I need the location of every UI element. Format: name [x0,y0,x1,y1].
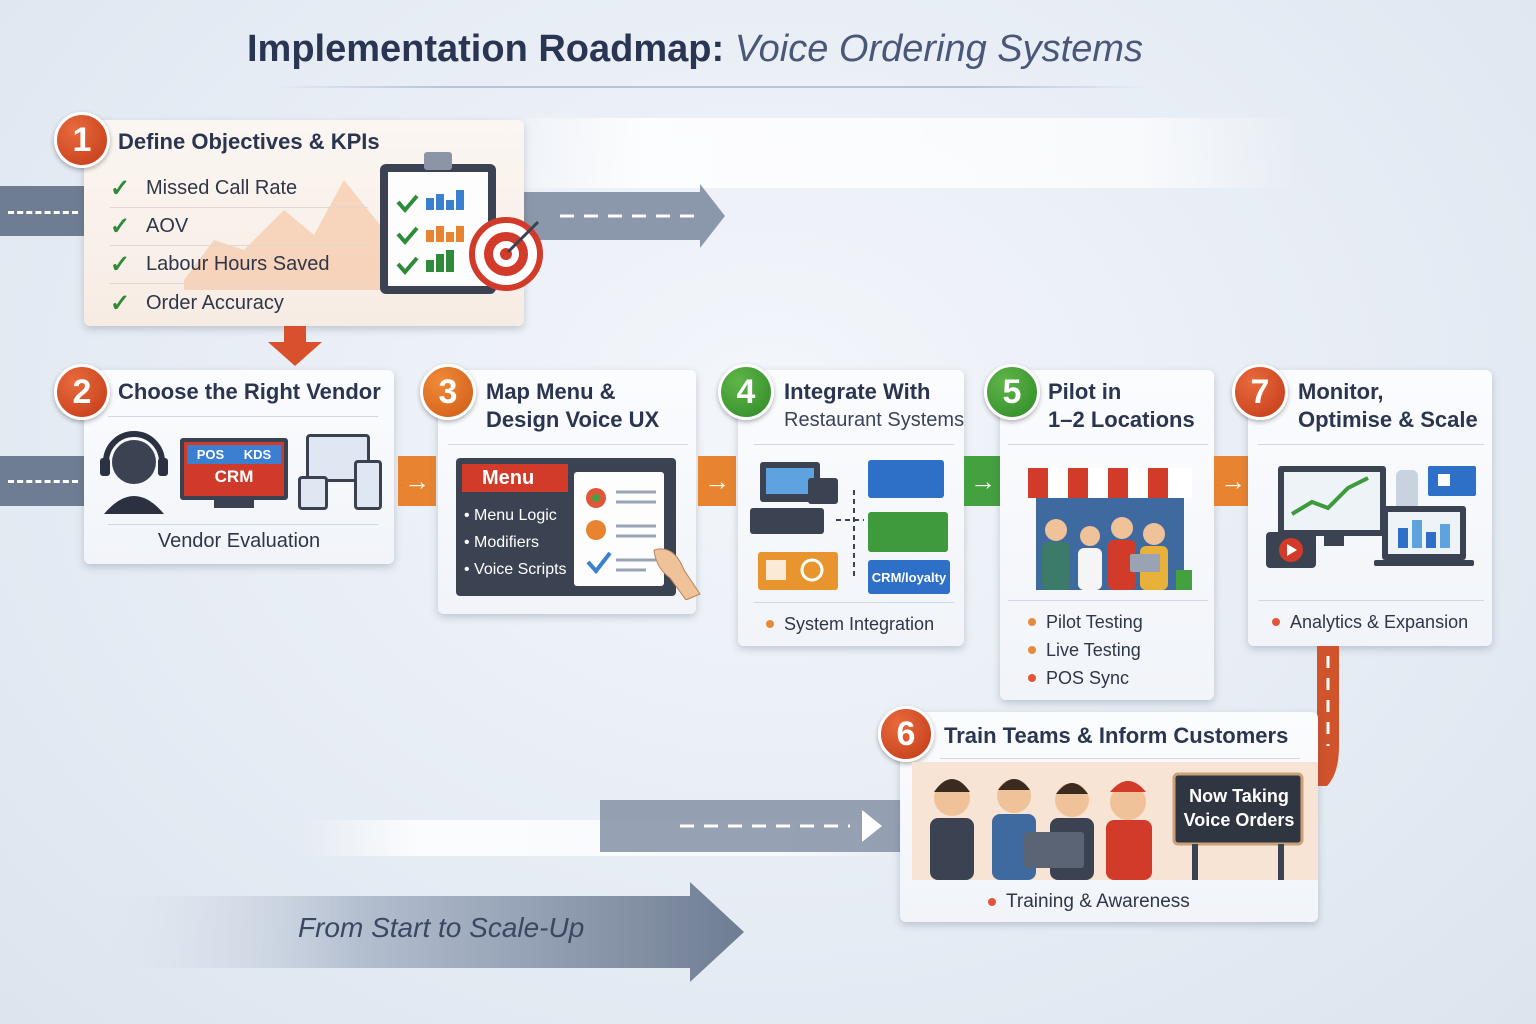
flow-arrow-1 [520,184,725,248]
step-5-items: Pilot Testing Live Testing POS Sync [1028,608,1143,692]
step-1-number: 1 [54,112,110,168]
menu-panel: Menu • Menu Logic • Modifiers • Voice Sc… [456,458,676,596]
step-3-number: 3 [420,364,476,420]
system-integration-diagram [750,460,950,594]
step-4-number: 4 [718,364,774,420]
kpi-item: ✓Order Accuracy [110,289,284,317]
kds-label: KDS [243,447,272,462]
voice-script-document-icon [574,472,664,586]
phone-icon [298,476,328,510]
pilot-item: Live Testing [1028,636,1143,664]
road-dash-2 [8,480,78,483]
menu-items-list: • Menu Logic • Modifiers • Voice Scripts [464,502,567,583]
pilot-item: Pilot Testing [1028,608,1143,636]
arrow-5-7: → [1214,456,1252,506]
step-1-title: Define Objectives & KPIs [118,129,380,154]
pos-label: POS [196,447,225,462]
hand-pen-icon [653,548,701,600]
menu-item: • Voice Scripts [464,561,567,578]
step-3-title: Map Menu & Design Voice UX [486,379,660,432]
step-2-title: Choose the Right Vendor [118,379,381,404]
step-4-title: Integrate With Restaurant Systems [784,379,965,431]
road-dash-1 [8,211,78,214]
check-icon: ✓ [110,175,131,202]
headset-agent-icon [100,431,168,514]
step-4-caption: System Integration [766,610,934,638]
scale-up-arrow [100,882,744,982]
step-5-number: 5 [984,364,1040,420]
step-6-caption: Training & Awareness [988,888,1190,916]
step-5-title: Pilot in 1–2 Locations [1048,379,1195,432]
arrow-3-4: → [698,456,736,506]
flow-arrow-6 [600,800,900,852]
step-7-caption: Analytics & Expansion [1272,608,1468,636]
check-icon: ✓ [110,213,131,240]
arrow-2-3: → [398,456,436,506]
monitor-stand [214,500,254,508]
top-light-band [480,118,1300,188]
kpi-item: ✓AOV [110,208,368,246]
pilot-storefront-illustration [1028,468,1192,590]
kpi-item: ✓Labour Hours Saved [110,246,368,284]
check-icon: ✓ [110,289,131,317]
pos-crm-monitor: POS KDS CRM [180,438,288,500]
step-7-number: 7 [1232,364,1288,420]
down-arrow-icon [268,326,322,366]
check-icon: ✓ [110,251,131,278]
kpi-item: ✓Missed Call Rate [110,170,368,208]
menu-item: • Menu Logic [464,507,557,524]
clipboard-icon [380,152,543,294]
kpi-list: ✓Missed Call Rate ✓AOV ✓Labour Hours Sav… [110,170,368,322]
phone-icon [354,460,382,510]
pilot-item: POS Sync [1028,664,1143,692]
menu-item: • Modifiers [464,534,539,551]
step-2-number: 2 [54,364,110,420]
staff-training-illustration [912,762,1318,880]
menu-header: Menu [462,464,568,492]
title-underline [270,86,1150,88]
title-bold: Implementation Roadmap: [246,28,725,70]
analytics-dashboard-illustration [1266,466,1476,568]
now-taking-sign: Now Taking Voice Orders [1183,786,1295,830]
arrow-4-5: → [964,456,1002,506]
footer-caption: From Start to Scale-Up [298,912,585,943]
page-title: Implementation Roadmap: Voice Ordering S… [0,28,1390,71]
step-6-title: Train Teams & Inform Customers [944,723,1289,748]
step-7-title: Monitor, Optimise & Scale [1298,379,1478,432]
crm-loyalty-label: CRM/loyalty [871,570,947,585]
step-6-number: 6 [878,706,934,762]
step-2-caption: Vendor Evaluation [157,530,321,552]
crm-label: CRM [214,467,254,486]
title-italic: Voice Ordering Systems [734,28,1143,70]
